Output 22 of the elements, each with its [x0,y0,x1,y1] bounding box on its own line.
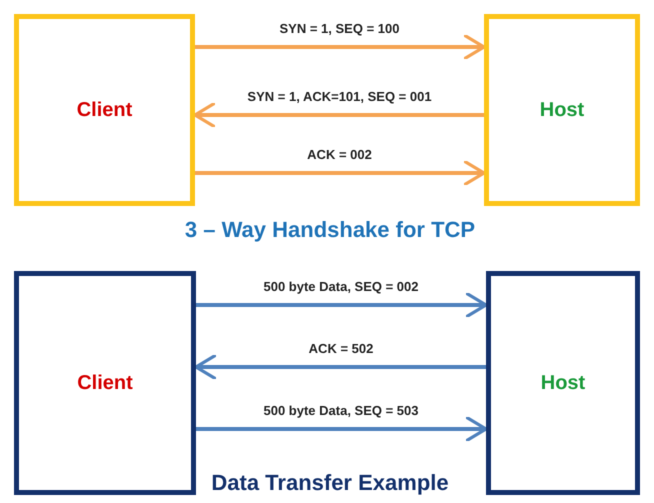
arrow [194,353,486,381]
endpoint-box [14,271,196,495]
section-caption: Data Transfer Example [211,470,449,496]
endpoint-box [486,271,640,495]
arrow [196,291,488,319]
edge-label: SYN = 1, SEQ = 100 [280,21,400,36]
endpoint-label: Host [540,372,586,394]
edge-label: 500 byte Data, SEQ = 503 [264,403,418,418]
endpoint-label: Client [77,372,133,394]
endpoint-label: Host [540,98,584,122]
section-caption: 3 – Way Handshake for TCP [184,217,476,243]
arrow [195,159,486,187]
endpoint-box [14,14,195,206]
endpoint-label: Client [76,98,132,122]
arrow [193,101,484,129]
edge-label: 500 byte Data, SEQ = 002 [264,279,418,294]
edge-label: SYN = 1, ACK=101, SEQ = 001 [247,89,432,104]
edge-label: ACK = 002 [307,147,372,162]
endpoint-box [484,14,640,206]
edge-label: ACK = 502 [308,341,374,356]
arrow [195,33,486,61]
arrow [196,415,488,443]
